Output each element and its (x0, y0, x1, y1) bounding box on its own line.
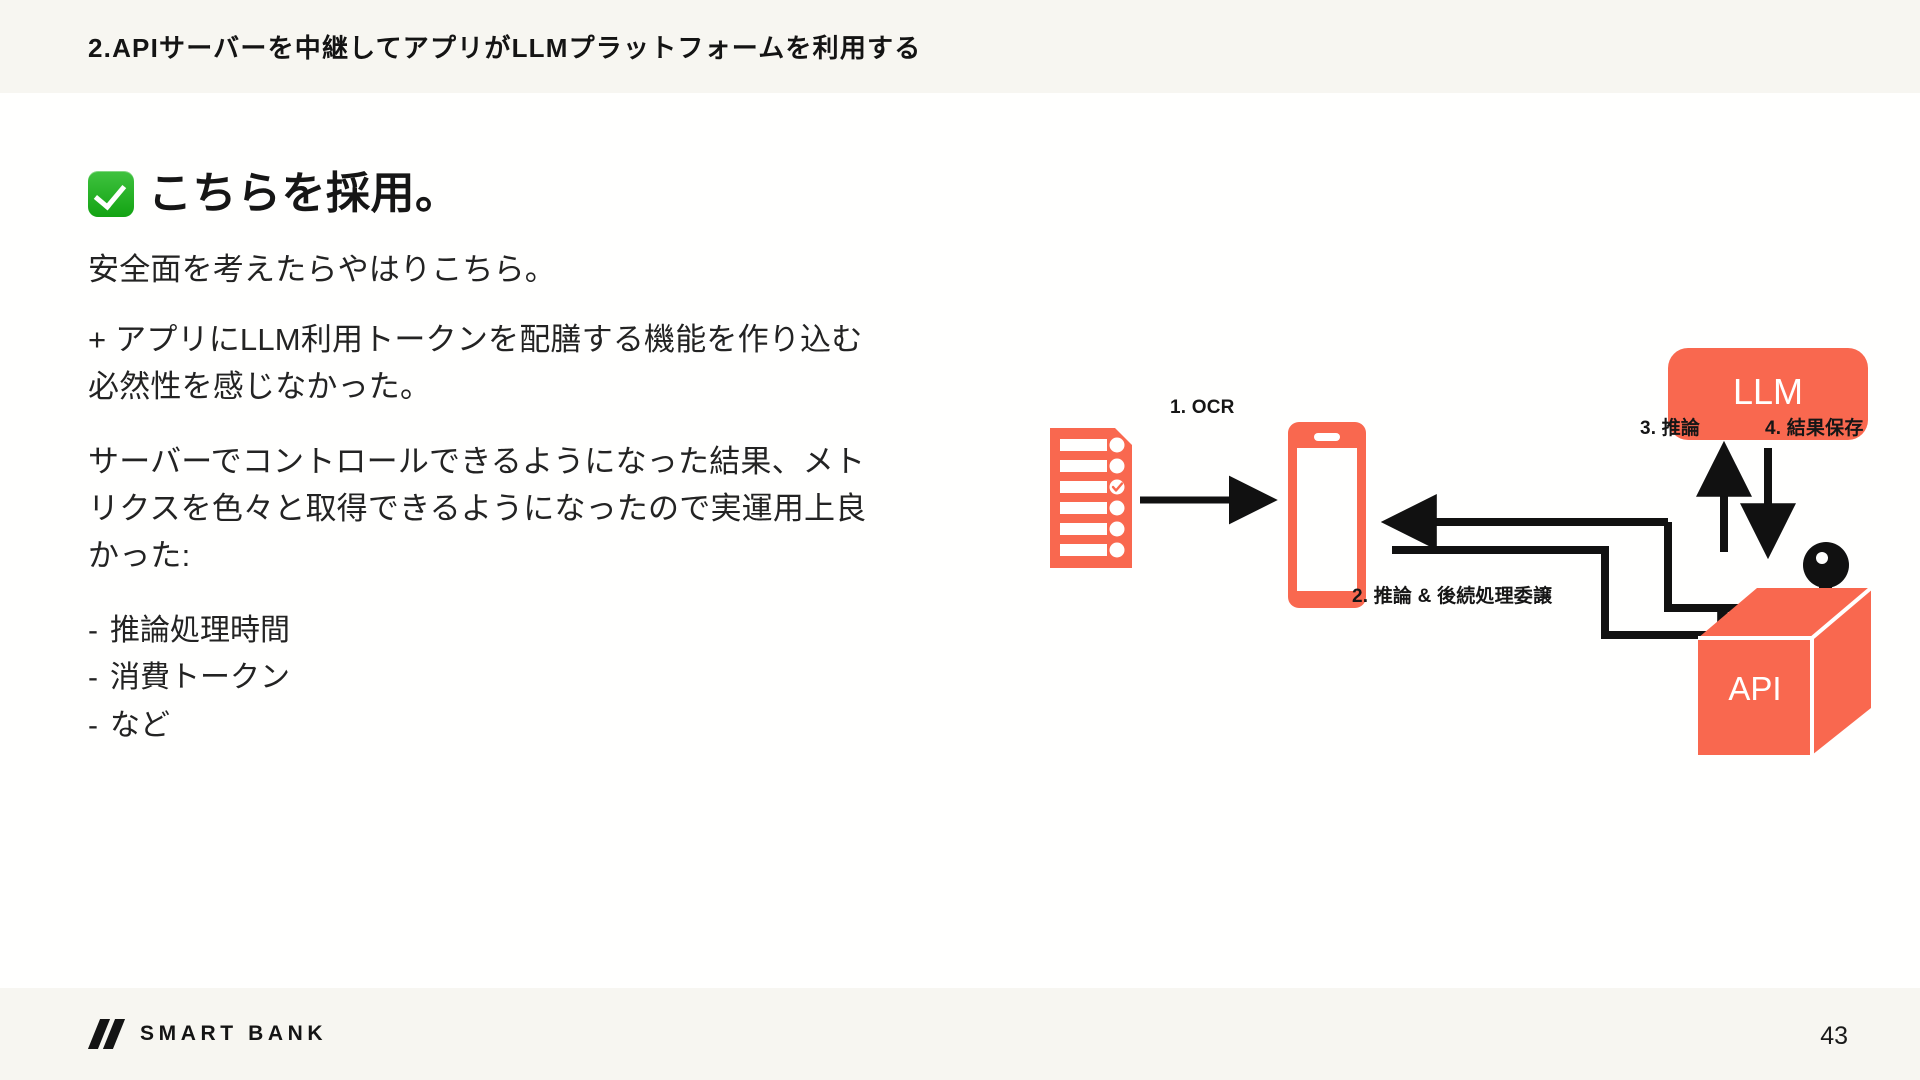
list-item: - など (88, 702, 888, 749)
diagram-label-step2: 2. 推論 & 後続処理委譲 (1352, 586, 1553, 607)
adopt-heading: こちらを採用。 (88, 169, 888, 218)
paragraph-token: + アプリにLLM利用トークンを配膳する機能を作り込む必然性を感じなかった。 (88, 321, 863, 404)
list-item: - 推論処理時間 (88, 607, 888, 654)
dash-marker: - (88, 708, 98, 742)
llm-label: LLM (1733, 371, 1803, 412)
receipt-checklist-icon (1050, 428, 1132, 568)
paragraph-metrics: サーバーでコントロールできるようになった結果、メトリクスを色々と取得できるように… (88, 443, 867, 573)
adopt-heading-label: こちらを採用。 (148, 169, 460, 218)
page-title: 2.APIサーバーを中継してアプリがLLMプラットフォームを利用する (88, 33, 922, 63)
content-column: こちらを採用。 安全面を考えたらやはりこちら。 + アプリにLLM利用トークンを… (88, 169, 888, 749)
architecture-diagram: LLM API (1020, 340, 1900, 760)
brand-logo-label: SMART BANK (140, 1022, 328, 1045)
api-node: API (1698, 586, 1873, 755)
dash-marker: - (88, 614, 98, 648)
api-label: API (1728, 670, 1781, 707)
diagram-label-step3: 3. 推論 (1640, 418, 1701, 439)
llm-node: LLM (1668, 348, 1868, 440)
smartphone-icon (1288, 422, 1366, 608)
arrow-step2-to-api (1392, 546, 1774, 663)
list-item-label: など (110, 708, 170, 742)
page-number: 43 (1820, 1022, 1848, 1050)
list-item-label: 消費トークン (110, 661, 290, 695)
paragraph-safety: 安全面を考えたらやはりこちら。 (88, 252, 556, 288)
benefit-list: - 推論処理時間 - 消費トークン - など (88, 607, 888, 749)
diagram-label-step4: 4. 結果保存 (1765, 418, 1864, 439)
list-item-label: 推論処理時間 (110, 614, 290, 648)
smartbank-logo-icon (87, 1019, 126, 1049)
diagram-label-step1: 1. OCR (1170, 397, 1235, 418)
dash-marker: - (88, 661, 98, 695)
white-check-mark-icon (88, 171, 134, 218)
list-item: - 消費トークン (88, 654, 888, 701)
header-band (0, 0, 1920, 93)
brand-logo: SMART BANK (87, 1019, 328, 1049)
footer-band (0, 988, 1920, 1080)
